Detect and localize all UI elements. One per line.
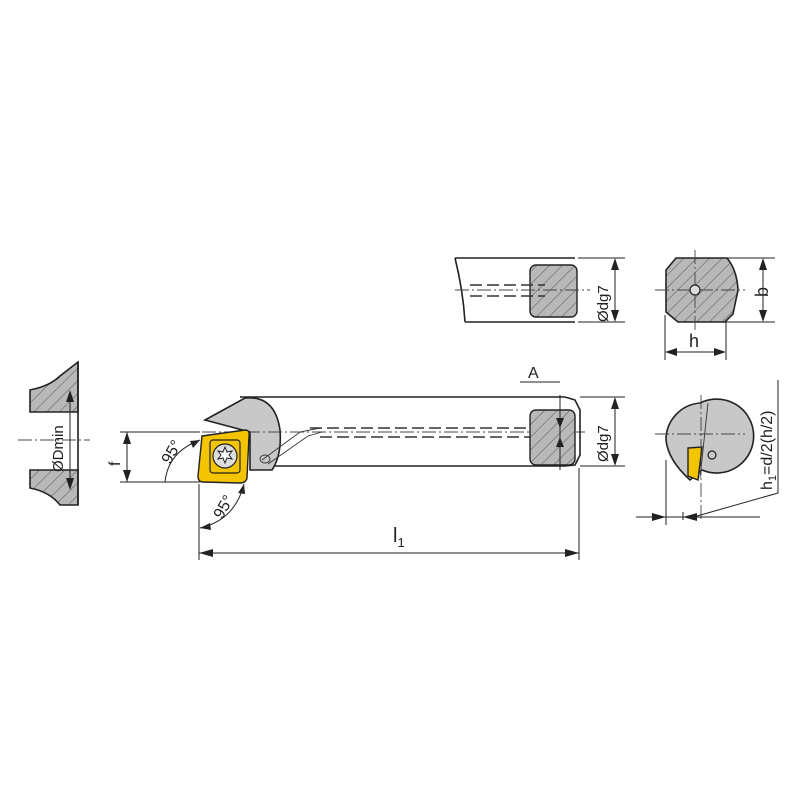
shank-top-view: Ødg7 xyxy=(454,257,625,323)
svg-text:l1: l1 xyxy=(393,525,405,550)
bore-section-view: ØDmin xyxy=(18,360,90,506)
length-subscript: 1 xyxy=(397,535,404,550)
shank-end-view: b h xyxy=(655,250,775,360)
a-label: A xyxy=(528,365,539,382)
svg-text:h1=d/2(h/2): h1=d/2(h/2) xyxy=(759,410,779,490)
f-label: f xyxy=(107,461,124,466)
h1-formula: =d/2(h/2) xyxy=(759,410,776,474)
tool-side-view: A Ødg7 xyxy=(180,365,625,484)
h1-label: h xyxy=(759,481,776,490)
h1-subscript: 1 xyxy=(767,475,779,481)
h-label: h xyxy=(689,331,699,351)
dg7-side-label: Ødg7 xyxy=(595,285,612,322)
d-min-label: ØDmin xyxy=(50,425,67,472)
angle-top-label: 95° xyxy=(159,438,186,467)
dg7-main-label: Ødg7 xyxy=(595,425,612,462)
f-dimension: f xyxy=(107,431,200,483)
length-label: l xyxy=(393,525,397,547)
angle-bottom-label: 95° xyxy=(211,493,238,522)
b-label: b xyxy=(752,287,772,297)
length-dimension: l1 xyxy=(198,468,580,560)
head-front-view: h1=d/2(h/2) xyxy=(636,380,779,525)
